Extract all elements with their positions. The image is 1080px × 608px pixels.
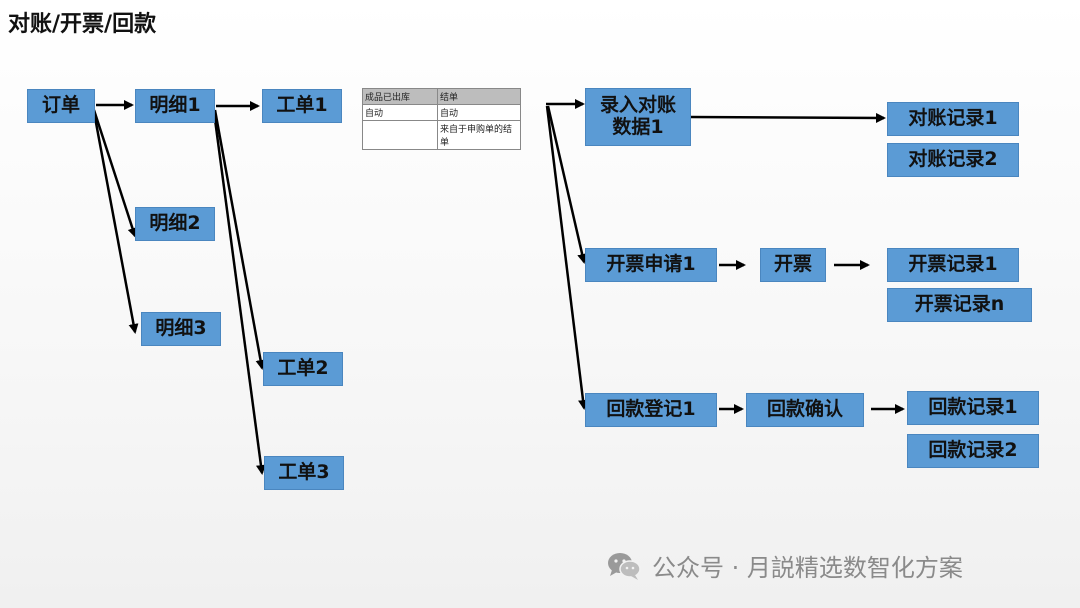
detail2-box: 明细2 xyxy=(135,207,215,241)
arrow-order-detail3 xyxy=(92,111,139,334)
table-header: 结单 xyxy=(437,88,521,105)
invoice-box: 开票 xyxy=(760,248,826,282)
watermark-text: 公众号 · 月説精选数智化方案 xyxy=(652,554,963,582)
arrow-hub-payment xyxy=(545,105,588,410)
detail3-box: 明细3 xyxy=(141,312,221,346)
arrow-detail1-wo3 xyxy=(212,111,266,475)
invoice-recordn-box: 开票记录n xyxy=(887,288,1032,322)
status-table: 成品已出库 结单 自动 自动 来自于申购单的结单 xyxy=(362,88,521,150)
watermark: 公众号 · 月説精选数智化方案 xyxy=(606,548,963,583)
detail1-box: 明细1 xyxy=(135,89,215,123)
arrow-hub-invoice xyxy=(546,105,588,264)
recon-entry-box: 录入对账数据1 xyxy=(585,88,691,146)
table-header: 成品已出库 xyxy=(362,88,438,105)
table-cell: 来自于申购单的结单 xyxy=(437,120,521,150)
recon-record1-box: 对账记录1 xyxy=(887,102,1019,136)
payment-confirm-box: 回款确认 xyxy=(746,393,864,427)
page-title: 对账/开票/回款 xyxy=(8,12,157,37)
table-cell: 自动 xyxy=(362,104,438,121)
arrow-recon-rec1 xyxy=(689,112,886,123)
work-order3-box: 工单3 xyxy=(264,456,344,490)
invoice-request-box: 开票申请1 xyxy=(585,248,717,282)
arrow-order-detail2 xyxy=(92,109,138,238)
recon-record2-box: 对账记录2 xyxy=(887,143,1019,177)
payment-register-box: 回款登记1 xyxy=(585,393,717,427)
payment-record1-box: 回款记录1 xyxy=(907,391,1039,425)
work-order2-box: 工单2 xyxy=(263,352,343,386)
table-cell: 自动 xyxy=(437,104,521,121)
order-box: 订单 xyxy=(27,89,95,123)
arrow-detail1-wo2 xyxy=(213,109,266,370)
work-order1-box: 工单1 xyxy=(262,89,342,123)
table-cell xyxy=(362,120,438,150)
wechat-icon xyxy=(608,552,641,580)
payment-record2-box: 回款记录2 xyxy=(907,434,1039,468)
invoice-record1-box: 开票记录1 xyxy=(887,248,1019,282)
